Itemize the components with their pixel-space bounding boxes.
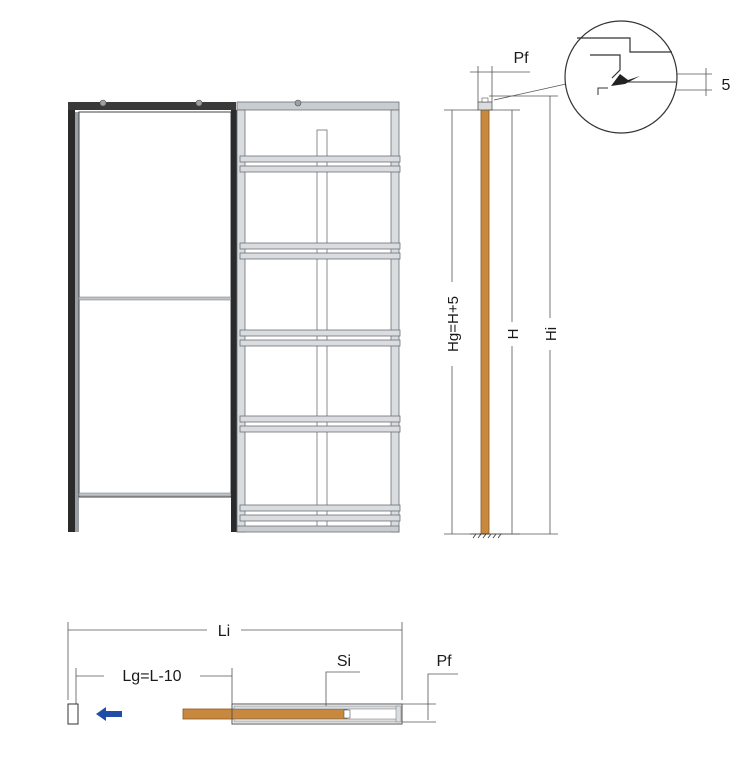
header-bolt xyxy=(99,99,107,107)
plan-frame-end xyxy=(395,705,402,723)
left-jamb-edge xyxy=(75,112,79,532)
five-label: 5 xyxy=(722,77,731,94)
frame-bottom-rail xyxy=(236,525,400,533)
plan-frame-skin-top xyxy=(233,705,401,710)
pocket-frame-elevation xyxy=(236,99,401,533)
lg-label-bg xyxy=(104,665,200,685)
top-header-bar xyxy=(68,102,236,110)
trolley-section xyxy=(481,97,489,103)
door-leaf-elevation xyxy=(68,99,237,532)
li-label-bg xyxy=(207,620,241,640)
side-section: Hg=H+5 H Hi Pf xyxy=(440,50,567,539)
hg-label-bg xyxy=(440,282,464,366)
detail-profile-bottom xyxy=(597,87,608,95)
plan-door-stop xyxy=(343,709,351,719)
si-leader-line xyxy=(325,671,360,706)
left-jamb xyxy=(68,110,75,532)
door-leaf-section xyxy=(480,109,490,535)
door-rail xyxy=(78,492,232,497)
detail-trolley-wheel xyxy=(611,74,640,86)
plan-door-leaf xyxy=(182,708,348,720)
frame-crossbar xyxy=(239,242,401,260)
detail-profile-top xyxy=(577,37,672,53)
frame-crossbar xyxy=(239,155,401,173)
detail-profile-inner xyxy=(590,54,621,79)
top-track-section xyxy=(477,101,493,111)
floor-hatch xyxy=(472,533,502,539)
detail-leader-line xyxy=(493,83,567,101)
plan-frame-skin-bottom xyxy=(233,718,401,723)
hi-label-bg xyxy=(541,318,559,350)
plan-pocket-frame xyxy=(231,703,403,725)
header-bolt xyxy=(294,99,302,107)
lg-label: Lg=L-10 xyxy=(122,668,181,685)
arrow-left-icon xyxy=(96,707,122,721)
pf-top-label: Pf xyxy=(513,50,529,67)
frame-left-upright xyxy=(236,109,246,533)
plan-view: Li Lg=L-10 Si Pf xyxy=(67,620,458,725)
h-label-bg xyxy=(503,322,521,346)
plan-left-jamb xyxy=(67,703,79,725)
pf-bottom-label: Pf xyxy=(436,653,452,670)
detail-callout: 5 xyxy=(564,20,731,134)
frame-crossbar xyxy=(239,415,401,433)
header-bolt xyxy=(195,99,203,107)
frame-crossbar xyxy=(239,329,401,347)
door-rail xyxy=(78,296,232,301)
h-label: H xyxy=(505,329,522,340)
hi-label: Hi xyxy=(543,327,560,341)
frame-right-upright xyxy=(390,109,400,533)
frame-crossbar xyxy=(239,504,401,522)
center-post xyxy=(231,110,237,532)
frame-top-rail xyxy=(236,101,400,111)
pf-bottom-leader-line xyxy=(427,673,458,720)
si-label: Si xyxy=(337,653,351,670)
li-label: Li xyxy=(218,623,230,640)
hg-label: Hg=H+5 xyxy=(445,296,462,352)
door-panel xyxy=(78,111,232,498)
